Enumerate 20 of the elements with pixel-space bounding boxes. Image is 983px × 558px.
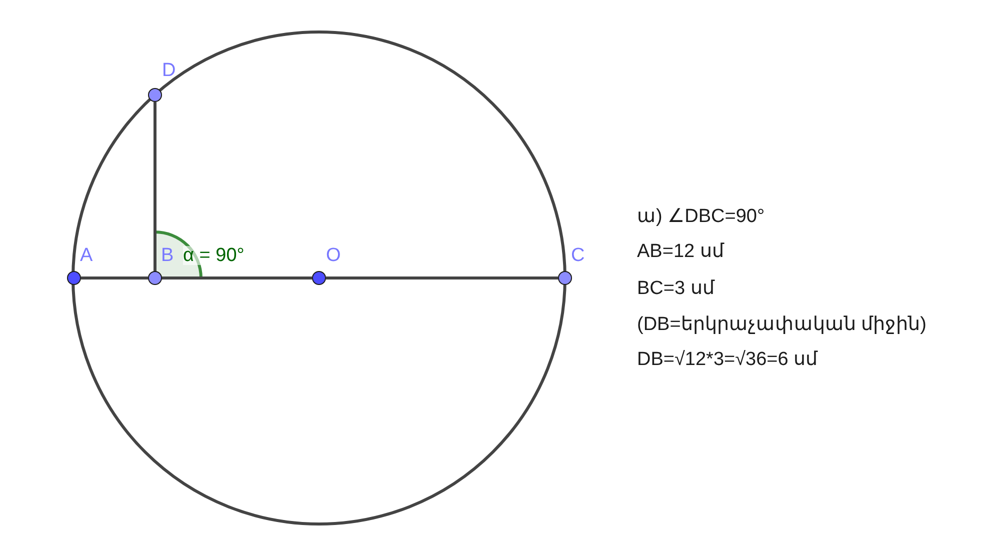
text-line: AB=12 սմ: [637, 241, 724, 264]
point-label: B: [161, 246, 174, 265]
line-segment: [162, 276, 312, 280]
point-marker: [558, 271, 572, 285]
line-segment: [326, 276, 558, 280]
text-line: BC=3 սմ: [637, 278, 714, 301]
point-label: A: [80, 246, 93, 265]
text-line: (DB=երկրաչափական միջին): [637, 314, 926, 337]
angle-label: α = 90°: [183, 246, 244, 265]
point-label: O: [326, 246, 341, 265]
text-line: DB=√12*3=√36=6 սմ: [637, 349, 818, 372]
line-segment: [81, 276, 148, 280]
point-marker: [312, 271, 326, 285]
point-marker: [148, 271, 162, 285]
point-marker: [148, 88, 162, 102]
point-label: C: [571, 246, 585, 265]
line-segment: [154, 102, 156, 271]
point-label: D: [162, 61, 176, 80]
text-line: ա) ∠DBC=90°: [637, 206, 765, 229]
point-marker: [67, 271, 81, 285]
